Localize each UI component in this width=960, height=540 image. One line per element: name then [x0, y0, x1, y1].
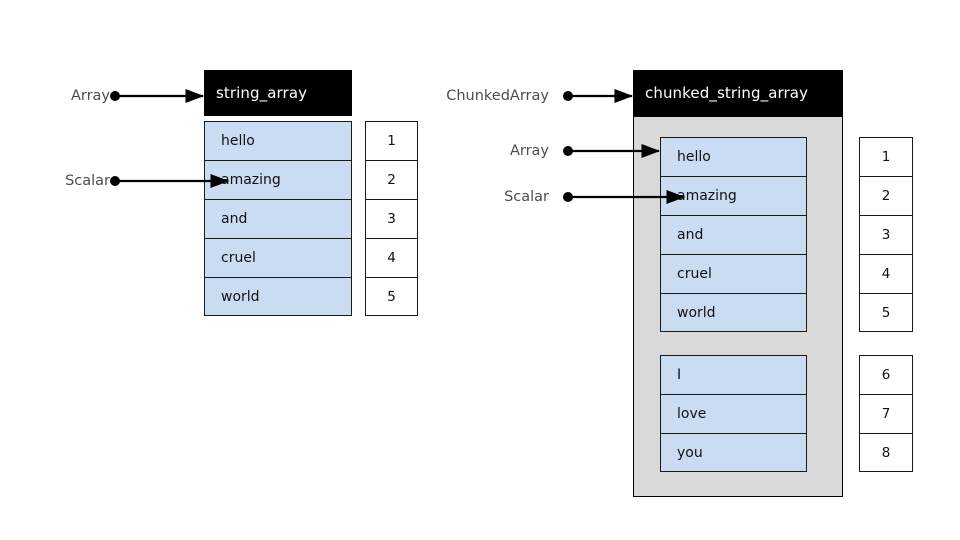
list-item: amazing: [660, 176, 807, 215]
list-item: and: [204, 199, 352, 238]
list-item: amazing: [204, 160, 352, 199]
list-item: and: [660, 215, 807, 254]
header-chunked-string-array: chunked_string_array: [633, 70, 843, 116]
cell-stack-string-array: hello amazing and cruel world: [204, 121, 352, 316]
label-array-left: Array: [70, 88, 110, 104]
index-cell: 4: [859, 254, 913, 293]
index-stack-chunk-1: 1 2 3 4 5: [859, 137, 913, 332]
index-stack-string-array: 1 2 3 4 5: [365, 121, 418, 316]
list-item: world: [660, 293, 807, 332]
list-item: I: [660, 355, 807, 394]
label-array-right: Array: [509, 143, 549, 159]
arrow-array-left: [110, 88, 205, 104]
index-cell: 8: [859, 433, 913, 472]
list-item: world: [204, 277, 352, 316]
index-cell: 5: [859, 293, 913, 332]
index-cell: 7: [859, 394, 913, 433]
index-cell: 2: [365, 160, 418, 199]
label-scalar-right: Scalar: [504, 189, 549, 205]
index-cell: 3: [859, 215, 913, 254]
label-scalar-left: Scalar: [65, 173, 110, 189]
list-item: love: [660, 394, 807, 433]
index-cell: 2: [859, 176, 913, 215]
index-stack-chunk-2: 6 7 8: [859, 355, 913, 472]
index-cell: 4: [365, 238, 418, 277]
cell-stack-chunk-1: hello amazing and cruel world: [660, 137, 807, 332]
index-cell: 1: [859, 137, 913, 176]
index-cell: 6: [859, 355, 913, 394]
cell-stack-chunk-2: I love you: [660, 355, 807, 472]
list-item: you: [660, 433, 807, 472]
list-item: cruel: [204, 238, 352, 277]
list-item: cruel: [660, 254, 807, 293]
index-cell: 3: [365, 199, 418, 238]
label-chunkedarray-right: ChunkedArray: [446, 88, 549, 104]
header-string-array: string_array: [204, 70, 352, 116]
index-cell: 5: [365, 277, 418, 316]
index-cell: 1: [365, 121, 418, 160]
list-item: hello: [660, 137, 807, 176]
list-item: hello: [204, 121, 352, 160]
arrow-chunkedarray-right: [563, 88, 634, 104]
